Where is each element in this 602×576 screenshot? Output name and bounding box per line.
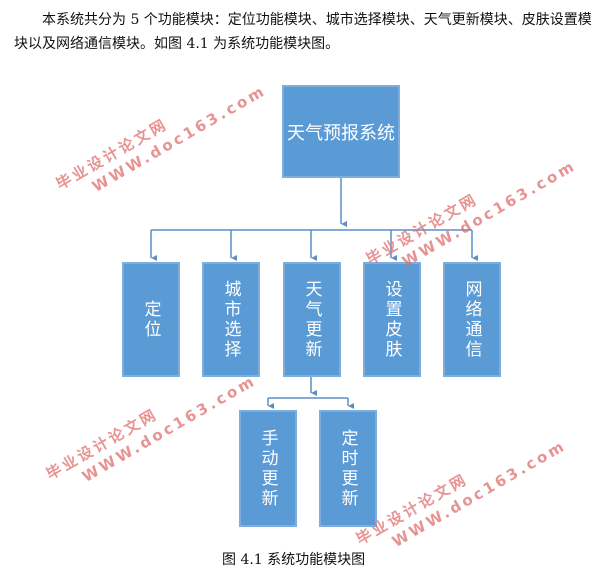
intro-paragraph: 本系统共分为 5 个功能模块：定位功能模块、城市选择模块、天气更新模块、皮肤设置… xyxy=(14,12,592,52)
module-label: 定位 xyxy=(140,299,161,340)
module-label: 网络通信 xyxy=(461,279,482,360)
submodule-box-manual: 手动更新 xyxy=(239,410,297,527)
root-label: 天气预报系统 xyxy=(287,122,395,144)
module-label: 天气更新 xyxy=(301,279,322,360)
root-box: 天气预报系统 xyxy=(282,85,400,178)
module-label: 设置皮肤 xyxy=(381,279,402,360)
submodule-label: 手动更新 xyxy=(257,428,278,509)
figure-caption: 图 4.1 系统功能模块图 xyxy=(222,552,366,568)
module-box-city: 城市选择 xyxy=(202,262,260,377)
module-box-network: 网络通信 xyxy=(443,262,501,377)
module-box-location: 定位 xyxy=(122,262,180,377)
submodule-box-timed: 定时更新 xyxy=(319,410,377,527)
module-box-skin: 设置皮肤 xyxy=(363,262,421,377)
submodule-label: 定时更新 xyxy=(337,428,358,509)
module-box-weather-update: 天气更新 xyxy=(283,262,341,377)
module-label: 城市选择 xyxy=(220,279,241,360)
